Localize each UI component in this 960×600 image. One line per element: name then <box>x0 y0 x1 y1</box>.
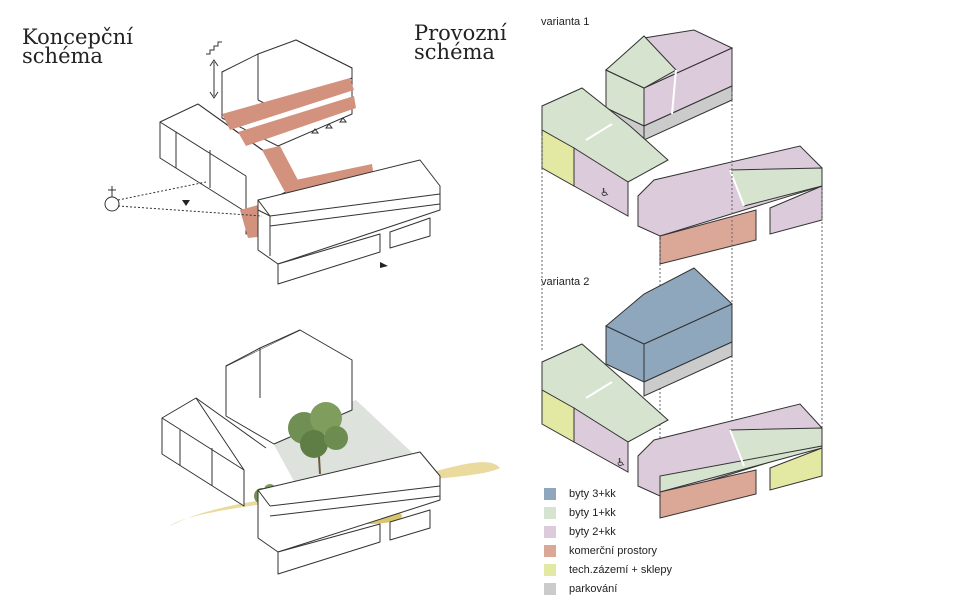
legend-label: byty 1+kk <box>569 506 616 519</box>
legend-swatch <box>544 563 556 576</box>
operation-heading: Provozní schéma <box>414 21 507 64</box>
concept-axonometry <box>104 39 441 285</box>
entry-triangles <box>182 117 388 268</box>
cemetery-cross-icon <box>104 181 263 217</box>
landscape-axonometry <box>161 329 500 575</box>
variant-2-label: varianta 2 <box>541 276 590 288</box>
legend-label: komerční prostory <box>569 544 658 557</box>
variant-2-scheme: ♿ <box>541 267 823 519</box>
wheelchair-icon: ♿ <box>600 186 610 199</box>
legend-item: byty 2+kk <box>544 522 672 541</box>
left-wing-building-2 <box>161 397 267 507</box>
front-long-building <box>257 159 441 285</box>
legend-swatch <box>544 506 556 519</box>
legend-label: tech.zázemí + sklepy <box>569 563 673 576</box>
concept-heading: Koncepční schéma <box>22 25 133 68</box>
legend-swatch <box>544 525 556 538</box>
legend-swatch <box>544 487 556 500</box>
legend-item: komerční prostory <box>544 541 672 560</box>
legend-item: byty 1+kk <box>544 503 672 522</box>
legend-item: tech.zázemí + sklepy <box>544 560 672 579</box>
legend-label: parkování <box>569 582 618 595</box>
legend: byty 3+kk byty 1+kk byty 2+kk komerční p… <box>544 484 672 598</box>
legend-label: byty 2+kk <box>569 525 616 538</box>
legend-item: parkování <box>544 579 672 598</box>
front-long-building-2 <box>257 451 441 575</box>
legend-item: byty 3+kk <box>544 484 672 503</box>
variant-1-label: varianta 1 <box>541 16 590 28</box>
legend-swatch <box>544 544 556 557</box>
legend-swatch <box>544 582 556 595</box>
movement-arrows <box>206 41 222 99</box>
wheelchair-icon-2: ♿ <box>616 456 626 469</box>
variant-1-scheme: ♿ <box>541 29 823 500</box>
legend-label: byty 3+kk <box>569 487 616 500</box>
